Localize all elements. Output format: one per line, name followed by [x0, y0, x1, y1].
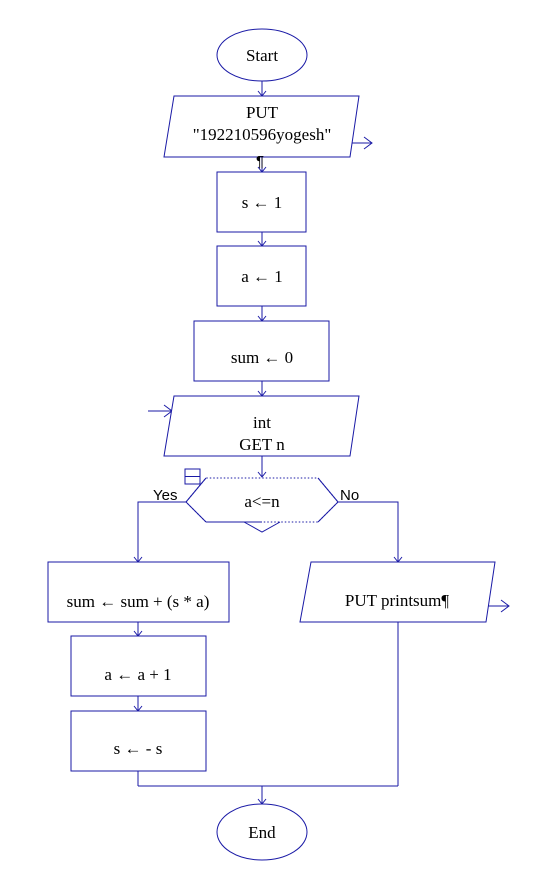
s-update-label: s ← - s: [114, 739, 163, 758]
s-update-process[interactable]: s ← - s: [70, 710, 207, 772]
end-terminal[interactable]: End: [216, 803, 308, 861]
assign-a-process[interactable]: a ← 1: [216, 245, 307, 307]
condition-label: a<=n: [244, 492, 280, 511]
end-label: End: [248, 823, 276, 842]
a-update-label: a ← a + 1: [104, 665, 171, 684]
put-name-output[interactable]: PUT "192210596yogesh": [163, 95, 360, 158]
sum-update-label: sum ← sum + (s * a): [67, 592, 210, 611]
yes-label: Yes: [153, 487, 177, 504]
collapse-toggle-icon[interactable]: [184, 468, 201, 485]
sum-update-process[interactable]: sum ← sum + (s * a): [47, 561, 230, 623]
assign-a-label: a ← 1: [241, 267, 283, 286]
assign-s-label: s ← 1: [242, 193, 283, 212]
put-name-value: "192210596yogesh": [193, 125, 332, 144]
loop-condition-decision[interactable]: a<=n: [185, 477, 339, 533]
declare-label: int: [253, 413, 271, 432]
output-arrow-put-sum: [486, 599, 510, 613]
start-label: Start: [246, 46, 278, 65]
put-sum-label: PUT printsum¶: [345, 591, 450, 610]
get-n-label: GET n: [239, 435, 285, 454]
assign-sum-process[interactable]: sum ← 0: [193, 320, 330, 382]
assign-sum-label: sum ← 0: [231, 348, 293, 367]
output-arrow-put-name: [350, 136, 373, 150]
put-sum-output[interactable]: PUT printsum¶: [299, 561, 496, 623]
no-label: No: [340, 487, 359, 504]
input-arrow-get-n: [148, 404, 173, 418]
start-terminal[interactable]: Start: [216, 28, 308, 82]
a-update-process[interactable]: a ← a + 1: [70, 635, 207, 697]
assign-s-process[interactable]: s ← 1: [216, 171, 307, 233]
connector-lines: [137, 81, 399, 804]
put-name-keyword: PUT: [246, 103, 279, 122]
get-n-input[interactable]: int GET n: [163, 395, 360, 457]
pilcrow-mark: ¶: [256, 153, 264, 170]
